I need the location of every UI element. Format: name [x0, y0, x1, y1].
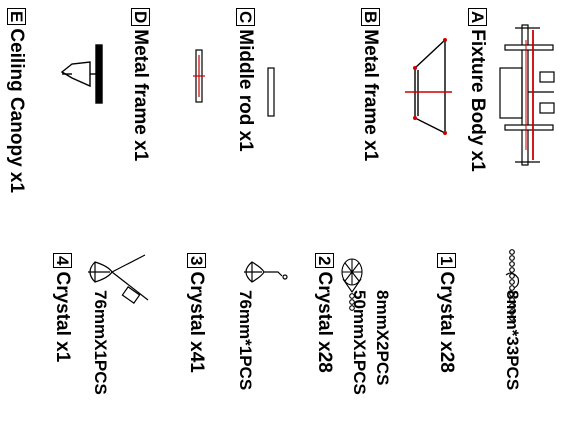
- part-text-d: Metal frame x1: [130, 29, 151, 162]
- part-text-e: Ceiling Canopy x1: [6, 28, 27, 194]
- part-letter-e: E: [6, 8, 26, 26]
- crystal-label-4: 4Crystal x1: [52, 253, 73, 363]
- part-text-a: Fixture Body x1: [467, 29, 488, 172]
- crystal-spec-4: 76mmX1PCS: [91, 290, 110, 395]
- ceiling-canopy-drawing: [60, 44, 103, 104]
- crystal-4-drawing: [88, 254, 149, 304]
- crystal-3-drawing: [244, 261, 288, 283]
- crystal-label-3: 3Crystal x41: [186, 253, 207, 373]
- crystal-spec-3: 76mm*1PCS: [236, 290, 255, 391]
- part-label-c: C Middle rod x1: [235, 8, 256, 152]
- crystal-spec-2a: 8mmX2PCS: [373, 290, 392, 386]
- part-label-d: D Metal frame x1: [130, 8, 151, 162]
- metal-frame-b-drawing: [405, 38, 452, 135]
- crystal-text-1: Crystal x28: [436, 271, 457, 373]
- crystal-label-1: 1Crystal x28: [436, 253, 457, 373]
- crystal-spec-1: 8mm*33PCS: [503, 290, 522, 391]
- crystal-num-3: 3: [186, 253, 206, 269]
- crystal-num-2: 2: [314, 253, 334, 269]
- crystal-text-2: Crystal x28: [314, 271, 335, 373]
- crystal-num-4: 4: [52, 253, 72, 269]
- part-label-a: A Fixture Body x1: [467, 8, 488, 172]
- part-text-c: Middle rod x1: [235, 29, 256, 152]
- crystal-text-3: Crystal x41: [186, 271, 207, 373]
- part-letter-b: B: [360, 8, 380, 27]
- crystal-2-drawing: [341, 258, 363, 311]
- fixture-body-drawing: [499, 24, 555, 166]
- part-letter-c: C: [235, 8, 255, 27]
- crystal-1-drawing: [505, 249, 520, 321]
- part-letter-a: A: [467, 8, 487, 27]
- crystal-text-4: Crystal x1: [52, 271, 73, 363]
- crystal-label-2: 2Crystal x28: [314, 253, 335, 373]
- metal-frame-d-drawing: [193, 49, 205, 103]
- crystal-num-1: 1: [436, 253, 456, 269]
- crystal-spec-2b: 50mmX1PCS: [350, 290, 369, 395]
- part-label-b: B Metal frame x1: [360, 8, 381, 162]
- part-letter-d: D: [130, 8, 150, 27]
- part-label-e: E Ceiling Canopy x1: [6, 8, 27, 194]
- part-text-b: Metal frame x1: [360, 29, 381, 162]
- middle-rod-drawing: [267, 67, 275, 117]
